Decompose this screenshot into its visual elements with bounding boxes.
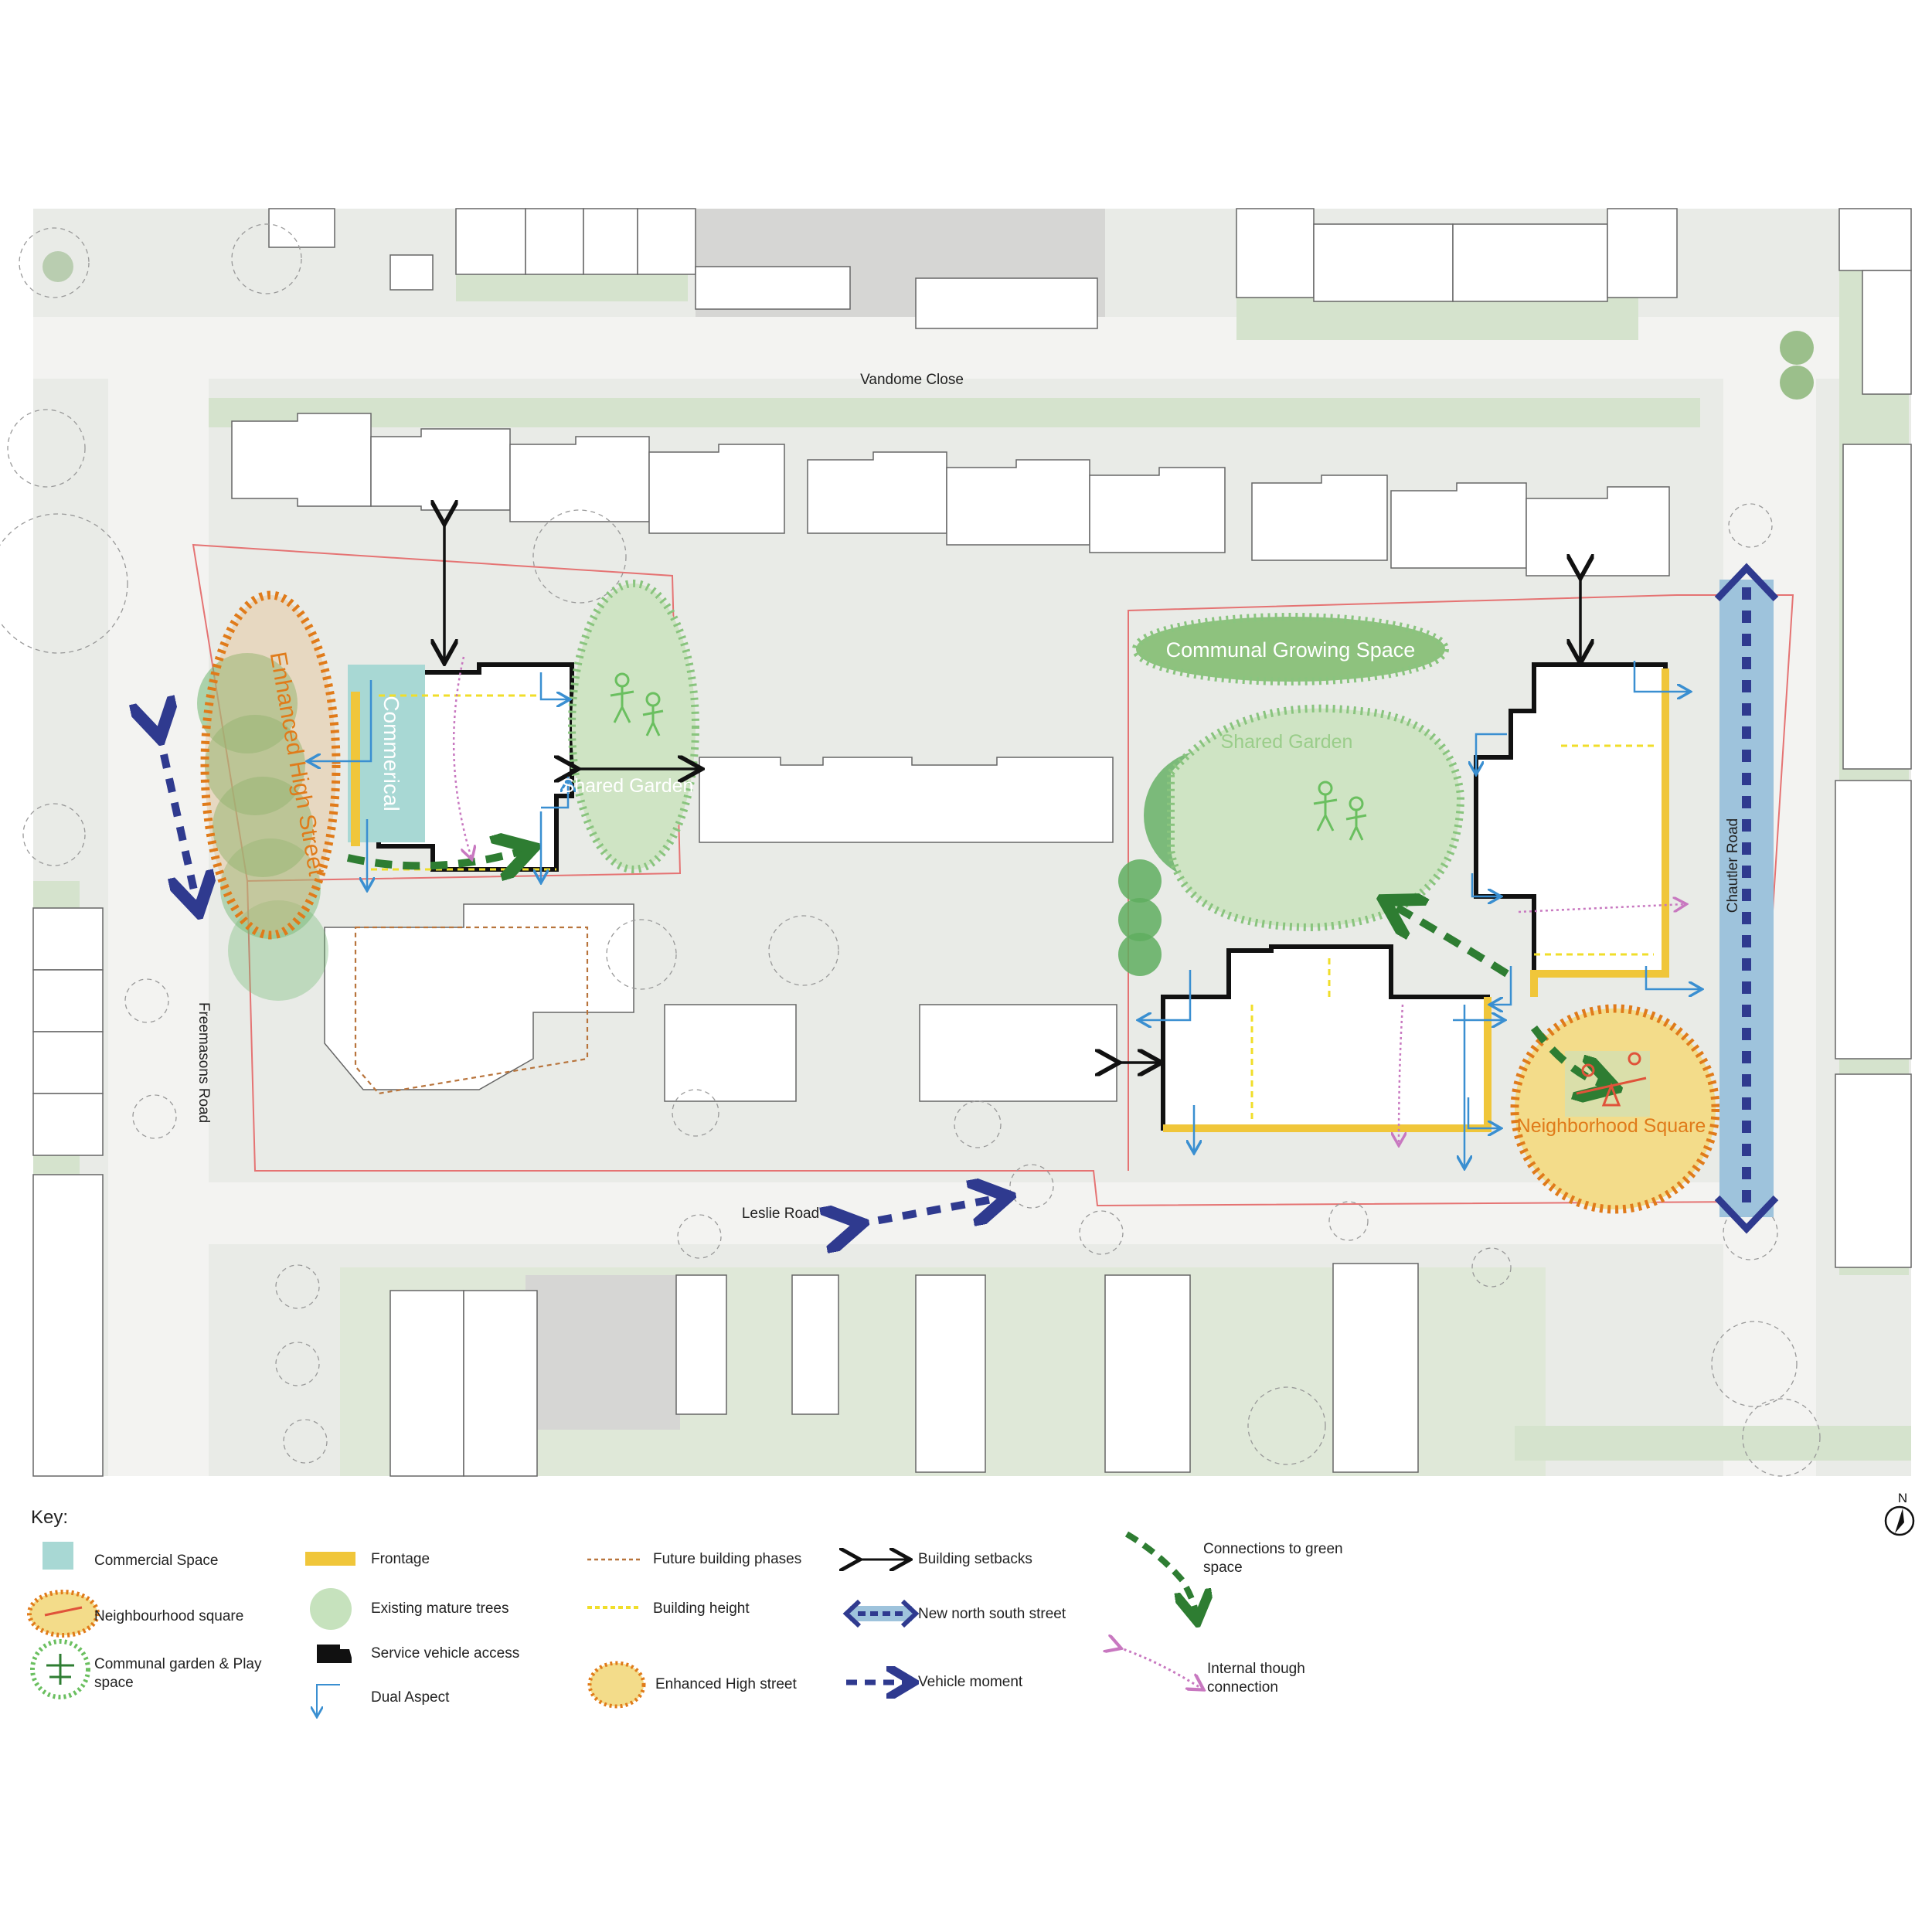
legend-building-height: Building height — [653, 1600, 750, 1617]
legend-service-vehicle: Service vehicle access — [371, 1645, 520, 1662]
legend-vehicle-movement: Vehicle moment — [918, 1674, 1023, 1690]
enhanced-high-street-zone — [200, 590, 341, 940]
communal-garden-icon — [30, 1639, 90, 1699]
legend-communal-garden: Communal garden & Play space — [94, 1656, 262, 1691]
legend-green-connections: Connections to green space — [1203, 1541, 1343, 1576]
commercial-space-swatch — [43, 1542, 73, 1570]
legend-internal-connection: Internal though connection — [1207, 1661, 1305, 1696]
gardens — [568, 580, 1465, 932]
street-label-leslie: Leslie Road — [742, 1206, 819, 1222]
shared-garden-west — [568, 580, 699, 873]
proposed-buildings — [348, 662, 1669, 1132]
legend-future-phases: Future building phases — [653, 1551, 802, 1567]
legend-neighbourhood-square: Neighbourhood square — [94, 1608, 244, 1624]
shared-garden-east — [1167, 704, 1465, 932]
svg-text:N: N — [1898, 1491, 1907, 1505]
legend-high-street: Enhanced High street — [655, 1676, 797, 1692]
seesaw-icon — [1576, 1052, 1647, 1107]
legend-title: Key: — [31, 1507, 69, 1528]
legend-frontage: Frontage — [371, 1551, 430, 1567]
street-label-chautler: Chautler Road — [1725, 818, 1741, 913]
dual-aspect-icon — [317, 1684, 340, 1716]
building-setbacks — [444, 522, 1580, 1063]
street-label-vandome: Vandome Close — [860, 372, 964, 388]
context-buildings — [32, 208, 1912, 1477]
zone-label-commercial: Commerical — [379, 696, 403, 811]
commercial-space — [348, 665, 425, 842]
internal-connection-icon — [1119, 1648, 1202, 1689]
future-building-phases — [354, 926, 589, 1095]
frontage-swatch — [305, 1552, 355, 1566]
zone-label-neighbourhood-square: Neighborhood Square — [1517, 1115, 1706, 1137]
legend-commercial-space: Commercial Space — [94, 1553, 219, 1569]
west-block — [376, 662, 574, 872]
mature-tree-swatch — [310, 1588, 352, 1630]
legend-building-setbacks: Building setbacks — [918, 1551, 1032, 1567]
street-label-freemasons: Freemasons Road — [196, 1002, 212, 1123]
neighbourhood-square-icon — [27, 1590, 100, 1638]
legend-mature-trees: Existing mature trees — [371, 1600, 509, 1617]
north-arrow: N — [1884, 1491, 1915, 1536]
legend-north-south-street: New north south street — [918, 1606, 1066, 1622]
high-street-icon — [587, 1661, 646, 1709]
dual-aspect-arrows — [309, 661, 1700, 1167]
internal-connections — [452, 656, 1685, 1144]
north-south-street-icon — [842, 1599, 920, 1628]
play-figures — [610, 672, 1367, 841]
legend-dual-aspect: Dual Aspect — [371, 1689, 450, 1706]
zone-label-shared-garden-east: Shared Garden — [1221, 731, 1353, 753]
service-vehicle-icon — [317, 1645, 352, 1663]
zone-label-shared-garden-west: Shared Garden — [562, 775, 694, 797]
zone-label-growing-space: Communal Growing Space — [1166, 638, 1416, 662]
green-connection-icon — [1124, 1531, 1196, 1615]
green-connections — [346, 850, 1607, 1086]
north-south-street — [1714, 563, 1779, 1234]
communal-growing-space — [1132, 613, 1449, 685]
legend-swatches — [27, 1531, 1202, 1716]
context-tree-outlines — [0, 223, 1821, 1477]
vehicle-movement-lines — [158, 730, 1001, 1225]
